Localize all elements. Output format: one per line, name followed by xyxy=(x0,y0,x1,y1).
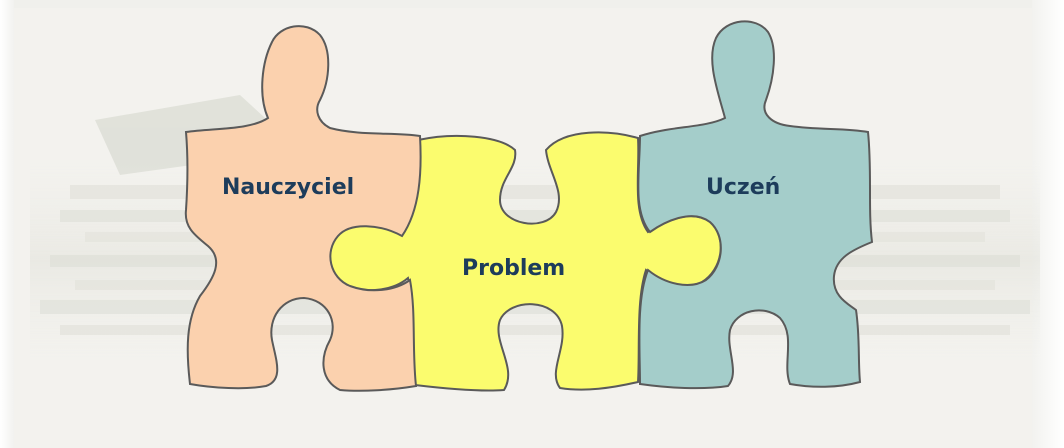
frame-left xyxy=(0,0,14,448)
teacher-puzzle-piece xyxy=(184,25,422,392)
teacher-label: Nauczyciel xyxy=(222,175,354,200)
student-label: Uczeń xyxy=(706,175,780,200)
problem-label: Problem xyxy=(462,256,565,281)
frame-top xyxy=(0,0,1064,8)
student-puzzle-piece xyxy=(637,20,874,390)
